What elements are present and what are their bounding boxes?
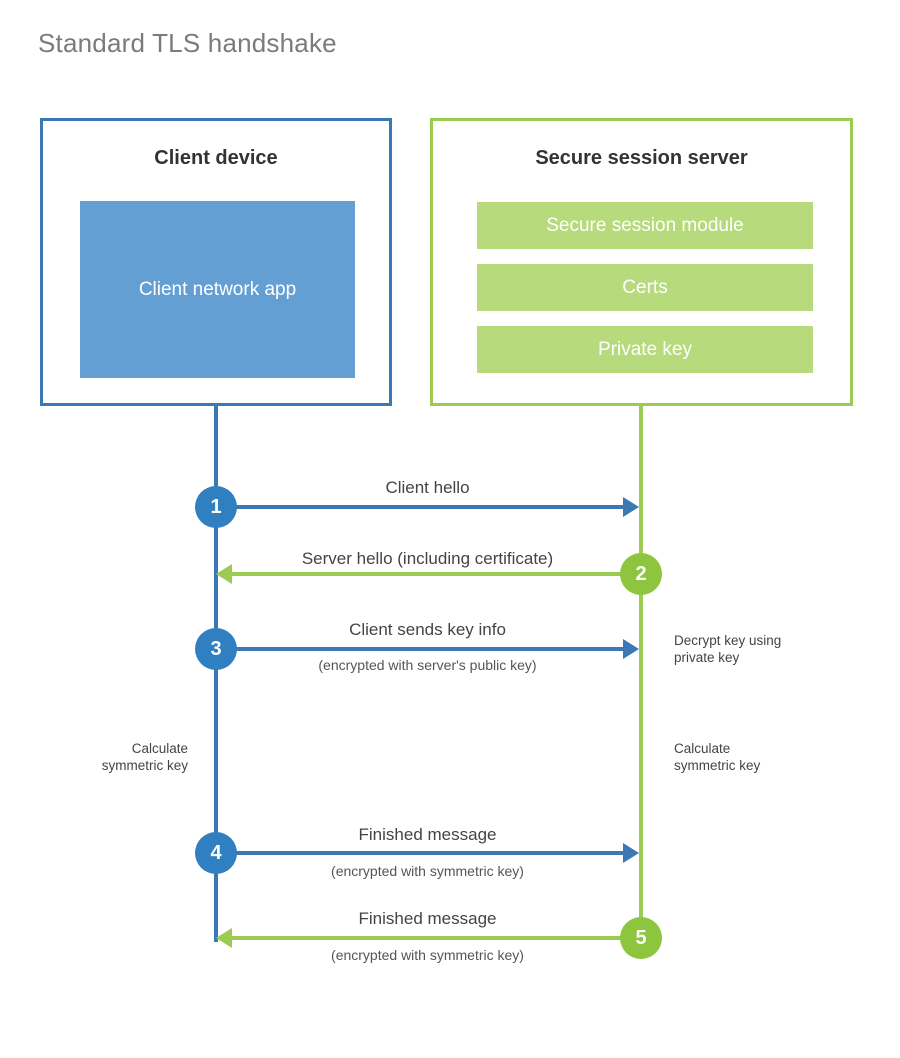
- step-1-label: Client hello: [385, 478, 470, 497]
- client-network-app-box: Client network app: [80, 201, 355, 378]
- step-3-label: Client sends key info: [349, 620, 506, 639]
- server-component-label: Private key: [598, 338, 692, 360]
- step-marker-2[interactable]: 2: [620, 553, 662, 595]
- step-marker-4[interactable]: 4: [195, 832, 237, 874]
- step-3-sublabel: (encrypted with server's public key): [318, 657, 537, 673]
- step-2-label: Server hello (including certificate): [301, 549, 554, 568]
- server-component-private-key: Private key: [477, 326, 813, 373]
- step-5-arrow-head: [216, 928, 232, 948]
- step-4-sublabel: (encrypted with symmetric key): [331, 863, 524, 879]
- client-lifeline: [214, 405, 218, 942]
- step-number: 4: [210, 841, 222, 864]
- secure-session-server-panel: Secure session server Secure session mod…: [430, 118, 853, 406]
- client-network-app-label: Client network app: [138, 278, 297, 300]
- annotation-client-calculate-symmetric-key: Calculate symmetric key: [101, 741, 188, 773]
- step-2-arrow-head: [216, 564, 232, 584]
- step-4-arrow-head: [623, 843, 639, 863]
- annotation-server-calculate-symmetric-key: Calculate symmetric key: [674, 741, 761, 773]
- step-number: 2: [635, 562, 647, 585]
- server-component-label: Secure session module: [546, 214, 744, 236]
- client-device-title: Client device: [154, 147, 278, 169]
- step-5-arrow-line: [232, 936, 641, 940]
- server-component-secure-session-module: Secure session module: [477, 202, 813, 249]
- step-marker-3[interactable]: 3: [195, 628, 237, 670]
- page-title: Standard TLS handshake: [38, 28, 337, 58]
- step-5-label: Finished message: [358, 909, 497, 928]
- step-marker-5[interactable]: 5: [620, 917, 662, 959]
- server-lifeline: [639, 405, 643, 942]
- step-4-label: Finished message: [358, 825, 497, 844]
- step-1-arrow-head: [623, 497, 639, 517]
- step-number: 3: [210, 637, 222, 660]
- step-3-arrow-line: [216, 647, 623, 651]
- step-number: 1: [210, 495, 222, 518]
- step-5-sublabel: (encrypted with symmetric key): [331, 947, 524, 963]
- server-component-label: Certs: [622, 276, 668, 298]
- client-device-panel: Client device Client network app: [40, 118, 392, 406]
- step-3-arrow-head: [623, 639, 639, 659]
- step-2-arrow-line: [232, 572, 641, 576]
- step-1-arrow-line: [216, 505, 623, 509]
- step-4-arrow-line: [216, 851, 623, 855]
- annotation-decrypt-key: Decrypt key using private key: [674, 633, 782, 665]
- server-component-certs: Certs: [477, 264, 813, 311]
- step-marker-1[interactable]: 1: [195, 486, 237, 528]
- secure-session-server-title: Secure session server: [535, 147, 748, 169]
- step-number: 5: [635, 926, 647, 949]
